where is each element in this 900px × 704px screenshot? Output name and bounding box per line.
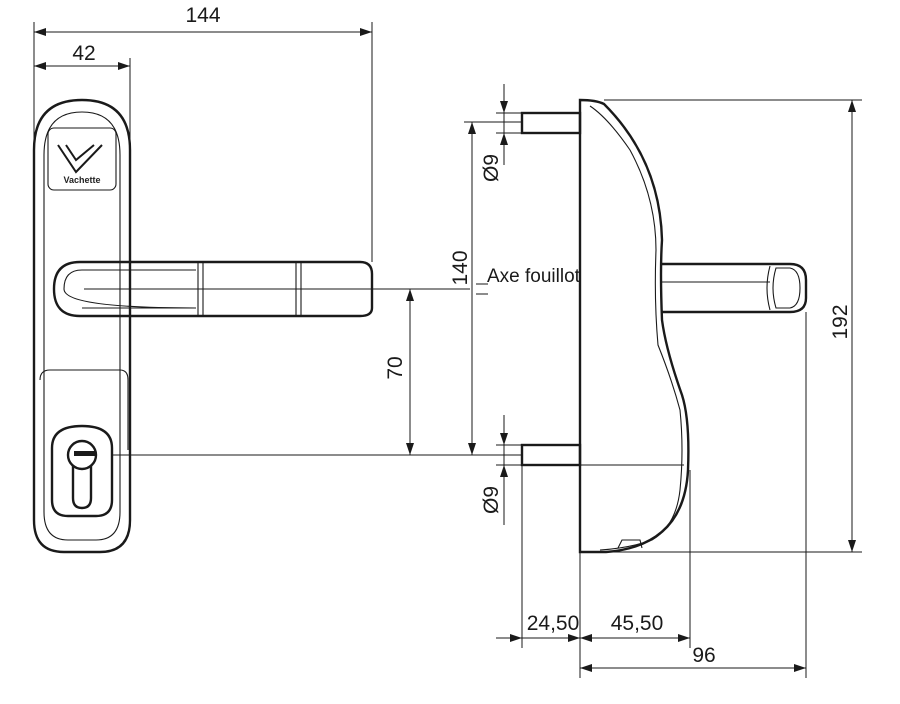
side-handle (662, 262, 808, 314)
lower-cover (39, 369, 129, 450)
cylinder-slot (71, 465, 93, 510)
dim-handle-to-cylinder: 70 (384, 356, 407, 379)
side-body-inner (589, 105, 683, 551)
front-dimensions: 144 42 70 140 Axe fouillot (33, 4, 581, 456)
logo-badge (47, 127, 117, 191)
side-dimensions: Ø9 Ø9 192 24,50 45,50 96 (480, 84, 862, 678)
dim-plate-width: 42 (72, 42, 95, 65)
cylinder-surround (50, 424, 114, 518)
dim-diameter-bottom: Ø9 (480, 486, 503, 514)
side-view (520, 98, 808, 554)
upper-pin (520, 111, 582, 135)
handle-lever (52, 260, 374, 318)
dim-overall-width: 144 (185, 4, 220, 27)
dim-total-depth: 96 (692, 644, 715, 667)
backplate-inner (43, 111, 121, 541)
handle-inner (63, 269, 197, 309)
dim-pin-length: 24,50 (527, 612, 580, 635)
side-handle-grip (766, 265, 801, 311)
lower-pin (520, 443, 582, 467)
axis-label: Axe fouillot (487, 266, 581, 287)
brand-label: Vachette (63, 175, 100, 185)
front-view: Vachette (32, 98, 470, 554)
side-body-notch (617, 539, 643, 549)
logo-icon (57, 144, 103, 174)
side-body (578, 98, 690, 554)
cylinder-key (74, 451, 96, 456)
dim-diameter-top: Ø9 (480, 154, 503, 182)
dim-axis-spacing: 140 (449, 250, 472, 285)
dim-total-height: 192 (829, 304, 852, 339)
dim-body-depth: 45,50 (611, 612, 664, 635)
